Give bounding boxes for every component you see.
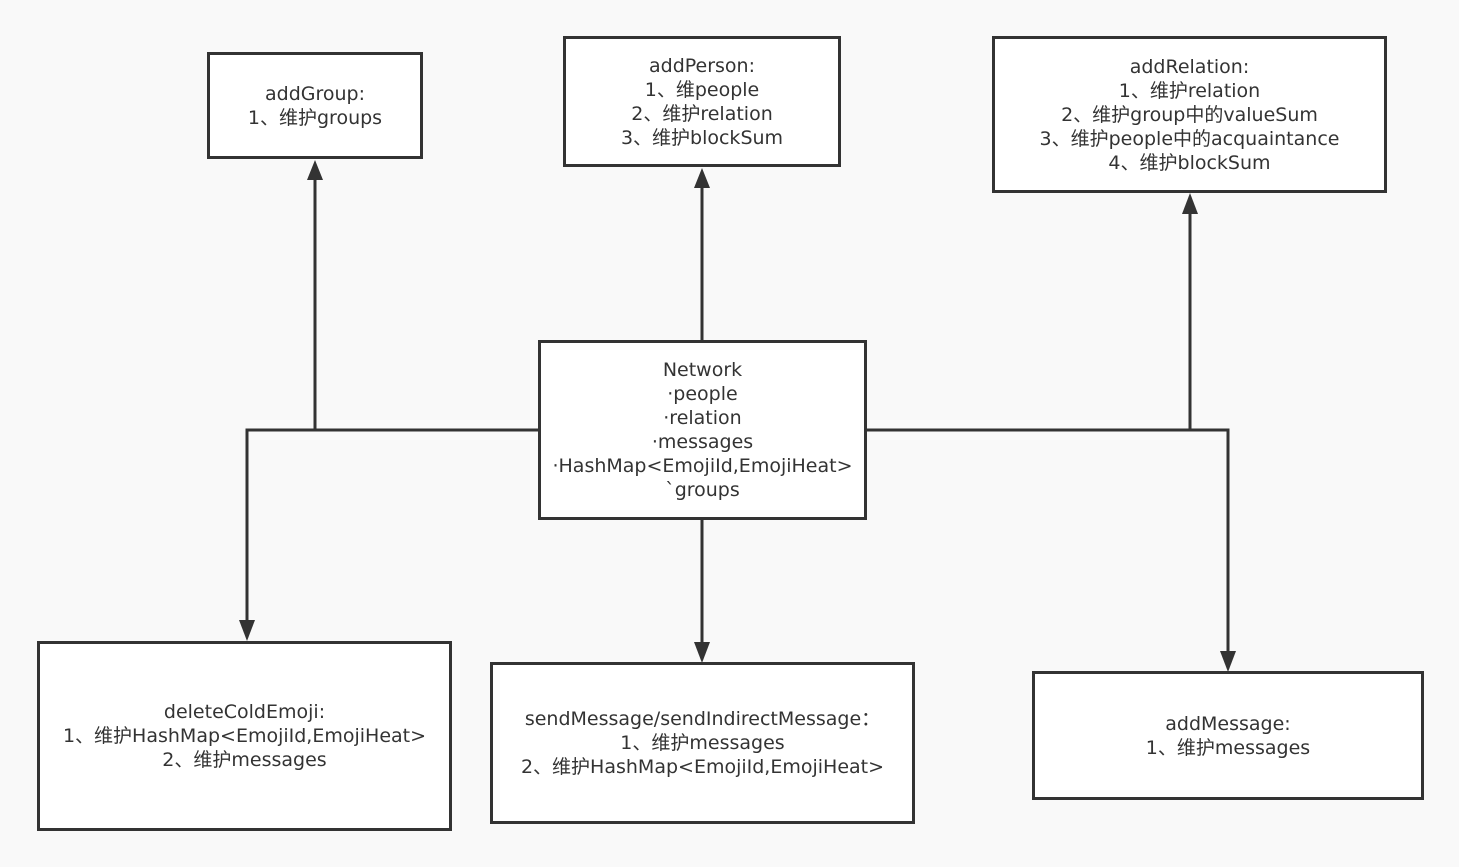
node-addrelation-text-line: 1、维护relation [1118, 79, 1261, 102]
node-deletecoldemoji-text-line: deleteColdEmoji: [163, 701, 326, 723]
arrowhead-addrelation [1182, 193, 1198, 214]
node-deletecoldemoji-text-line: 2、维护messages [162, 749, 327, 771]
node-addmessage-text-line: addMessage: [1165, 712, 1291, 735]
node-addrelation-text-line: 4、维护blockSum [1108, 151, 1271, 174]
node-addperson-text-line: 1、维people [644, 78, 760, 101]
arrowhead-addperson [694, 168, 710, 188]
node-addrelation-text-line: 3、维护people中的acquaintance [1039, 127, 1340, 150]
node-addrelation-text-line: addRelation: [1129, 55, 1250, 78]
node-deletecoldemoji: deleteColdEmoji:1、维护HashMap<EmojiId,Emoj… [37, 641, 452, 831]
node-addrelation-text-line: 2、维护group中的valueSum [1061, 103, 1318, 126]
node-addgroup-text: addGroup:1、维护groups [248, 82, 382, 130]
node-addmessage-text: addMessage:1、维护messages [1146, 712, 1310, 760]
node-addmessage-text-line: 1、维护messages [1145, 736, 1311, 759]
node-sendmessage-text-line: 2、维护HashMap<EmojiId,EmojiHeat> [520, 756, 885, 778]
node-addgroup-text-line: 1、维护groups [247, 106, 383, 129]
connector-network-to-addgroup [313, 180, 540, 432]
node-network-text-line: Network [662, 359, 743, 381]
node-sendmessage-text-line: sendMessage/sendIndirectMessage： [524, 708, 881, 730]
node-addgroup: addGroup:1、维护groups [207, 52, 423, 159]
arrowhead-deletecoldemoji [239, 620, 255, 641]
node-addmessage: addMessage:1、维护messages [1032, 671, 1424, 800]
connector-network-to-addrelation [865, 214, 1192, 432]
node-sendmessage-text: sendMessage/sendIndirectMessage：1、维护mess… [521, 707, 884, 779]
node-addperson-text-line: addPerson: [648, 54, 755, 77]
node-network-text: Network·people·relation·messages·HashMap… [552, 358, 852, 502]
arrowhead-sendmessage [694, 642, 710, 663]
node-deletecoldemoji-text: deleteColdEmoji:1、维护HashMap<EmojiId,Emoj… [63, 700, 426, 772]
node-network: Network·people·relation·messages·HashMap… [538, 340, 867, 520]
connector-network-to-addmessage [865, 428, 1230, 651]
connector-network-to-deletecoldemoji [245, 428, 540, 620]
node-network-text-line: `groups [665, 479, 740, 501]
node-addgroup-text-line: addGroup: [264, 82, 365, 105]
arrowhead-addgroup [307, 160, 323, 180]
node-network-text-line: ·people [667, 383, 738, 405]
arrowhead-addmessage [1220, 651, 1236, 672]
node-deletecoldemoji-text-line: 1、维护HashMap<EmojiId,EmojiHeat> [62, 725, 427, 747]
node-network-text-line: ·relation [663, 407, 742, 429]
node-addperson-text-line: 2、维护relation [631, 102, 773, 125]
node-addperson-text-line: 3、维护blockSum [620, 126, 784, 149]
node-sendmessage: sendMessage/sendIndirectMessage：1、维护mess… [490, 662, 915, 824]
node-network-text-line: ·messages [651, 431, 754, 453]
node-sendmessage-text-line: 1、维护messages [620, 732, 785, 754]
node-network-text-line: ·HashMap<EmojiId,EmojiHeat> [552, 455, 853, 477]
